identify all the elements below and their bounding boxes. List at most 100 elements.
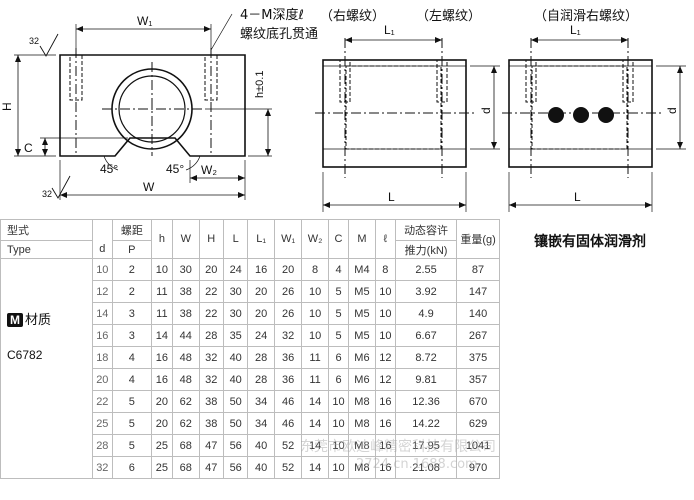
table-cell: 9.81 bbox=[395, 368, 458, 391]
table-cell: M5 bbox=[348, 280, 376, 303]
table-cell: 20 bbox=[247, 280, 275, 303]
table-cell: 30 bbox=[172, 258, 200, 281]
table-cell: 970 bbox=[456, 456, 500, 479]
table-cell: 16 bbox=[91, 324, 114, 347]
table-cell: 34 bbox=[247, 390, 275, 413]
dim-c: C bbox=[24, 141, 33, 155]
table-cell: 14 bbox=[91, 302, 114, 325]
table-cell: 38 bbox=[172, 302, 200, 325]
lubricant-plug bbox=[598, 107, 614, 123]
dim-h-tol: h±0.1 bbox=[254, 71, 266, 98]
table-cell: 4 bbox=[112, 346, 152, 369]
table-cell: 26 bbox=[273, 280, 303, 303]
side-view-right-thread bbox=[315, 37, 500, 212]
table-cell: 20 bbox=[273, 258, 303, 281]
dim-w1: W₁ bbox=[137, 14, 152, 28]
thread-hole-note-line-1: 4－M深度ℓ bbox=[240, 8, 304, 23]
dim-angle-right: 45° bbox=[166, 162, 184, 176]
table-cell: 10 bbox=[327, 412, 350, 435]
table-cell: 12 bbox=[374, 368, 397, 391]
table-cell: 20 bbox=[91, 368, 114, 391]
table-cell: 35 bbox=[222, 324, 249, 347]
table-cell: 10 bbox=[301, 324, 329, 347]
technical-drawing: W₁ W W₂ C 45° 45° L₁ L L₁ L H d d h±0.1 … bbox=[0, 13, 686, 212]
table-cell: 47 bbox=[198, 434, 224, 457]
table-cell: 68 bbox=[172, 456, 200, 479]
header-c: C bbox=[327, 219, 350, 259]
table-cell: 16 bbox=[374, 434, 397, 457]
header-weight: 重量(g) bbox=[456, 219, 500, 259]
table-cell: 38 bbox=[198, 390, 224, 413]
table-cell: M5 bbox=[348, 302, 376, 325]
table-cell: 52 bbox=[273, 456, 303, 479]
header-h: h bbox=[150, 219, 174, 259]
table-cell: 11 bbox=[301, 368, 329, 391]
table-cell: 14 bbox=[301, 412, 329, 435]
table-cell: 8.72 bbox=[395, 346, 458, 369]
table-cell: 48 bbox=[172, 368, 200, 391]
table-cell: M8 bbox=[348, 434, 376, 457]
table-cell: 38 bbox=[198, 412, 224, 435]
table-cell: 10 bbox=[327, 390, 350, 413]
table-cell: 52 bbox=[273, 434, 303, 457]
table-cell: 670 bbox=[456, 390, 500, 413]
dim-angle-left: 45° bbox=[100, 162, 118, 176]
table-cell: 4 bbox=[112, 368, 152, 391]
table-cell: 36 bbox=[273, 346, 303, 369]
table-cell: 12.36 bbox=[395, 390, 458, 413]
table-cell: 40 bbox=[222, 368, 249, 391]
lubricant-plug bbox=[548, 107, 564, 123]
roughness-mark-bottom: 32 bbox=[42, 189, 52, 199]
lubricant-plug bbox=[573, 107, 589, 123]
table-cell: 10 bbox=[327, 456, 350, 479]
dim-w2: W₂ bbox=[201, 163, 217, 177]
table-cell: 24 bbox=[247, 324, 275, 347]
table-cell: 5 bbox=[112, 434, 152, 457]
table-cell: M6 bbox=[348, 368, 376, 391]
table-cell: 6 bbox=[327, 368, 350, 391]
table-cell: 3.92 bbox=[395, 280, 458, 303]
header-l: L bbox=[222, 219, 249, 259]
table-cell: 30 bbox=[222, 302, 249, 325]
table-cell: 629 bbox=[456, 412, 500, 435]
table-cell: 4.9 bbox=[395, 302, 458, 325]
table-cell: 10 bbox=[150, 258, 174, 281]
table-cell: 40 bbox=[222, 346, 249, 369]
header-pitch: 螺距 bbox=[112, 219, 152, 241]
table-cell: 357 bbox=[456, 368, 500, 391]
table-cell: 5 bbox=[327, 280, 350, 303]
table-cell: 375 bbox=[456, 346, 500, 369]
table-cell: 32 bbox=[198, 346, 224, 369]
table-cell: 46 bbox=[273, 390, 303, 413]
table-cell: 16 bbox=[150, 346, 174, 369]
table-cell: 24 bbox=[222, 258, 249, 281]
header-hh: H bbox=[198, 219, 224, 259]
table-cell: 12 bbox=[374, 346, 397, 369]
header-load-2: 推力(kN) bbox=[395, 240, 458, 259]
table-cell: M8 bbox=[348, 412, 376, 435]
header-w2: W₂ bbox=[301, 219, 329, 259]
dim-d-a: d bbox=[479, 107, 493, 114]
side-view-self-lube bbox=[502, 37, 686, 212]
table-cell: 16 bbox=[247, 258, 275, 281]
table-cell: 21.08 bbox=[395, 456, 458, 479]
table-cell: 28 bbox=[247, 346, 275, 369]
table-cell: 22 bbox=[198, 302, 224, 325]
table-cell: 1041 bbox=[456, 434, 500, 457]
table-cell: 26 bbox=[273, 302, 303, 325]
header-m: M bbox=[348, 219, 376, 259]
header-w: W bbox=[172, 219, 200, 259]
table-cell: 10 bbox=[301, 302, 329, 325]
table-cell: 147 bbox=[456, 280, 500, 303]
table-cell: 14 bbox=[150, 324, 174, 347]
table-cell: 47 bbox=[198, 456, 224, 479]
table-cell: 10 bbox=[91, 258, 114, 281]
header-load-1: 动态容许 bbox=[395, 219, 458, 241]
dim-d-b: d bbox=[665, 107, 679, 114]
